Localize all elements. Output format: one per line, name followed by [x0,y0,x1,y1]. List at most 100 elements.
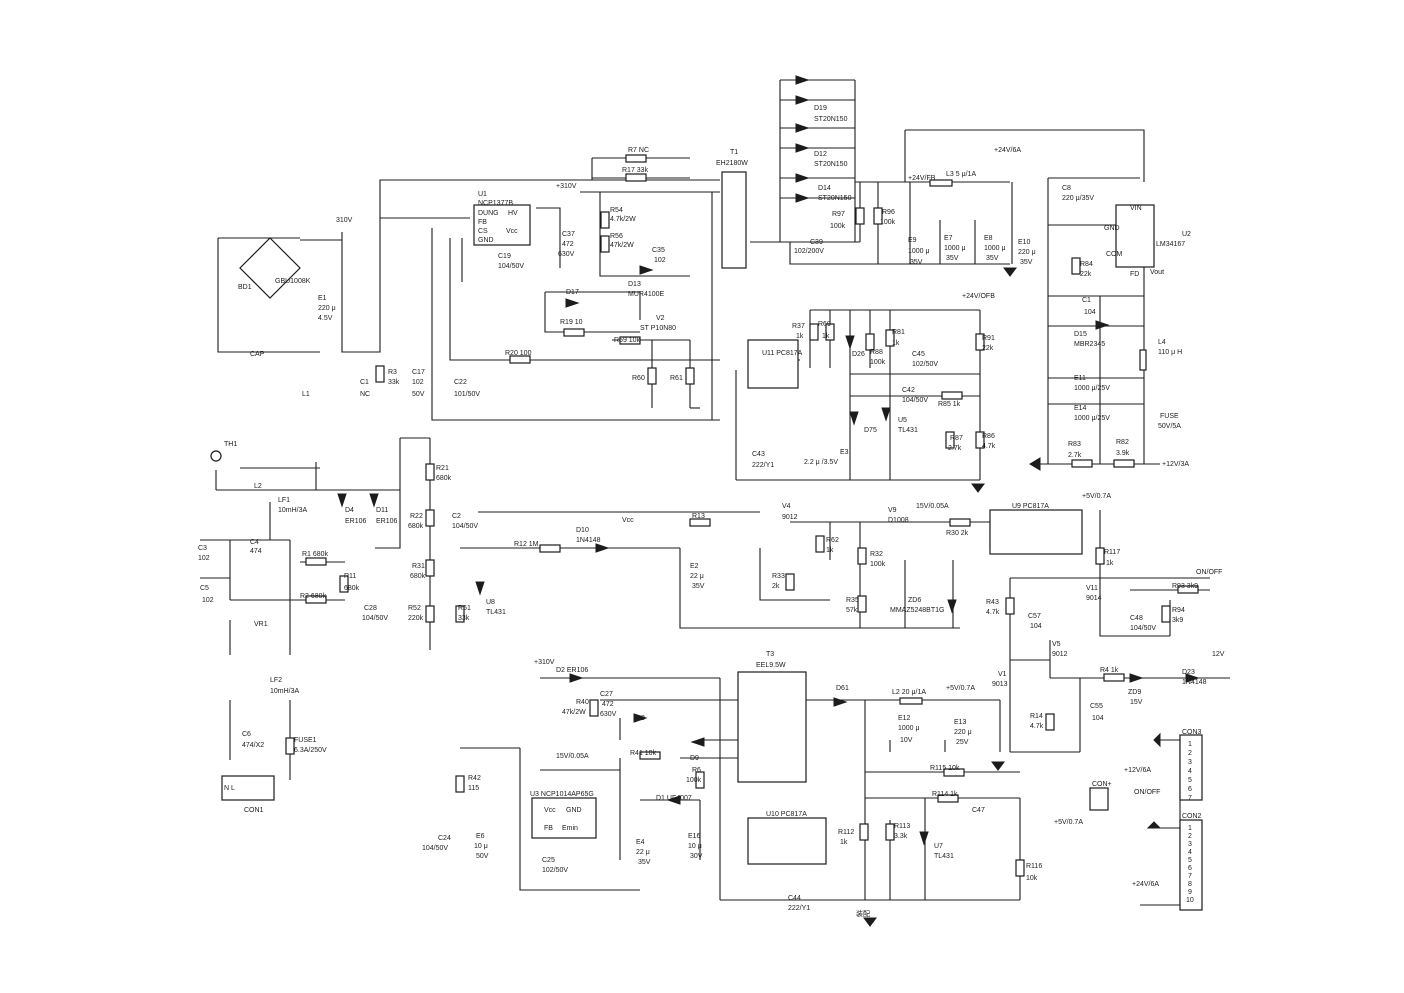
diode-d19b [795,95,810,105]
component-label: R61 [670,375,683,382]
component-value: ST20N150 [818,195,852,202]
diode-d10 [595,543,610,553]
resistor-r6 [695,771,705,789]
component-label: V2 [656,315,665,322]
component-label: R52 [408,605,421,612]
component-label: E6 [476,833,485,840]
component-value: 680k [410,573,426,580]
component-value: 35V [638,859,651,866]
component-label: L2 20 μ/1A [892,689,926,696]
resistor-r41 [639,751,661,760]
component-label: L4 [1158,339,1166,346]
bd1-bridge-rectifier [239,237,301,299]
diode-d11 [369,493,379,508]
component-value: NCP1377B [478,200,513,207]
resistor-r13 [689,518,711,527]
component-label: D26 [852,351,865,358]
component-value: MMAZ5248BT1G [890,607,944,614]
component-label: D23 [1182,669,1195,676]
resistor-r35 [857,595,867,613]
component-label: L1 [302,391,310,398]
component-value: 10mH/3A [278,507,308,514]
component-value: 50V [476,853,489,860]
diode-d61 [833,697,848,707]
component-label: C1 [1082,297,1091,304]
net-label: +310V [534,659,555,666]
component-label: E2 [690,563,699,570]
component-value: 1000 μ [984,245,1006,252]
resistor-r1 [305,557,327,566]
u3-ic-body [531,797,597,839]
component-value: 2k [772,583,780,590]
con2-connector-body [1179,819,1203,911]
component-label: C57 [1028,613,1041,620]
component-label: E16 [688,833,701,840]
component-label: R7 NC [628,147,649,154]
diode-and-ground-marks [337,75,1200,927]
resistor-r82 [1113,459,1135,468]
connector-pin: 6 [1188,865,1192,872]
diode-d13 [639,265,654,275]
component-value: 220 μ/35V [1062,195,1094,202]
resistor-r33 [785,573,795,591]
component-label: R97 [832,211,845,218]
component-value: 104/50V [452,523,478,530]
component-label: E9 [908,237,917,244]
component-label: C48 [1130,615,1143,622]
diode-d17 [565,298,580,308]
diode-d23 [1185,673,1200,683]
resistor-r32 [857,547,867,565]
component-label: R22 [410,513,423,520]
component-label: L2 [254,483,262,490]
u1-ic-body [473,204,531,246]
component-label: E13 [954,719,967,726]
component-label: U9 PC817A [1012,503,1049,510]
component-value: 2.7k [948,445,962,452]
connector-pin: 8 [1188,881,1192,888]
component-label: C8 [1062,185,1071,192]
component-value: MBR2345 [1074,341,1105,348]
resistor-r60 [647,367,657,385]
component-value: LM34167 [1156,241,1185,248]
resistor-r85 [941,391,963,400]
resistor-r2 [305,595,327,604]
resistor-r30 [949,518,971,527]
component-value: 9012 [1052,651,1068,658]
component-value: TL431 [898,427,918,434]
component-label: D4 [345,507,354,514]
component-value: ST20N150 [814,116,848,123]
t1-transformer-body [721,171,747,269]
component-value: 22 μ [690,573,704,580]
connector-pin: 3 [1188,759,1192,766]
net-label: +24V/OFB [962,293,995,300]
connector-pin: 7 [1188,795,1192,802]
component-value: 35V [1020,259,1033,266]
ground-mark-5v [991,761,1005,771]
component-value: 35V [986,255,999,262]
resistor-r12 [539,544,561,553]
net-label: 310V [336,217,353,224]
component-value: 30V [690,853,703,860]
diode-d4 [337,493,347,508]
resistor-r117 [1095,547,1105,565]
ic-pin: HV [508,210,518,217]
component-value: 22k [1080,271,1092,278]
component-value: 104/50V [422,845,448,852]
component-value: 1k [822,333,830,340]
diode-d75 [849,411,859,426]
ic-pin: VIN [1130,205,1142,212]
component-value: 104 [1084,309,1096,316]
resistor-r14 [1045,713,1055,731]
net-label: ON/OFF [1196,569,1222,576]
resistor-r54 [600,211,610,229]
component-label: D10 [576,527,589,534]
component-value: 25V [956,739,969,746]
resistor-r115 [943,768,965,777]
component-label: V5 [1052,641,1061,648]
component-label: ZD6 [908,597,921,604]
component-label: R93 3k9 [1172,583,1198,590]
component-value: 9013 [992,681,1008,688]
component-label: C47 [972,807,985,814]
resistor-r20 [509,355,531,364]
component-label: R83 [1068,441,1081,448]
